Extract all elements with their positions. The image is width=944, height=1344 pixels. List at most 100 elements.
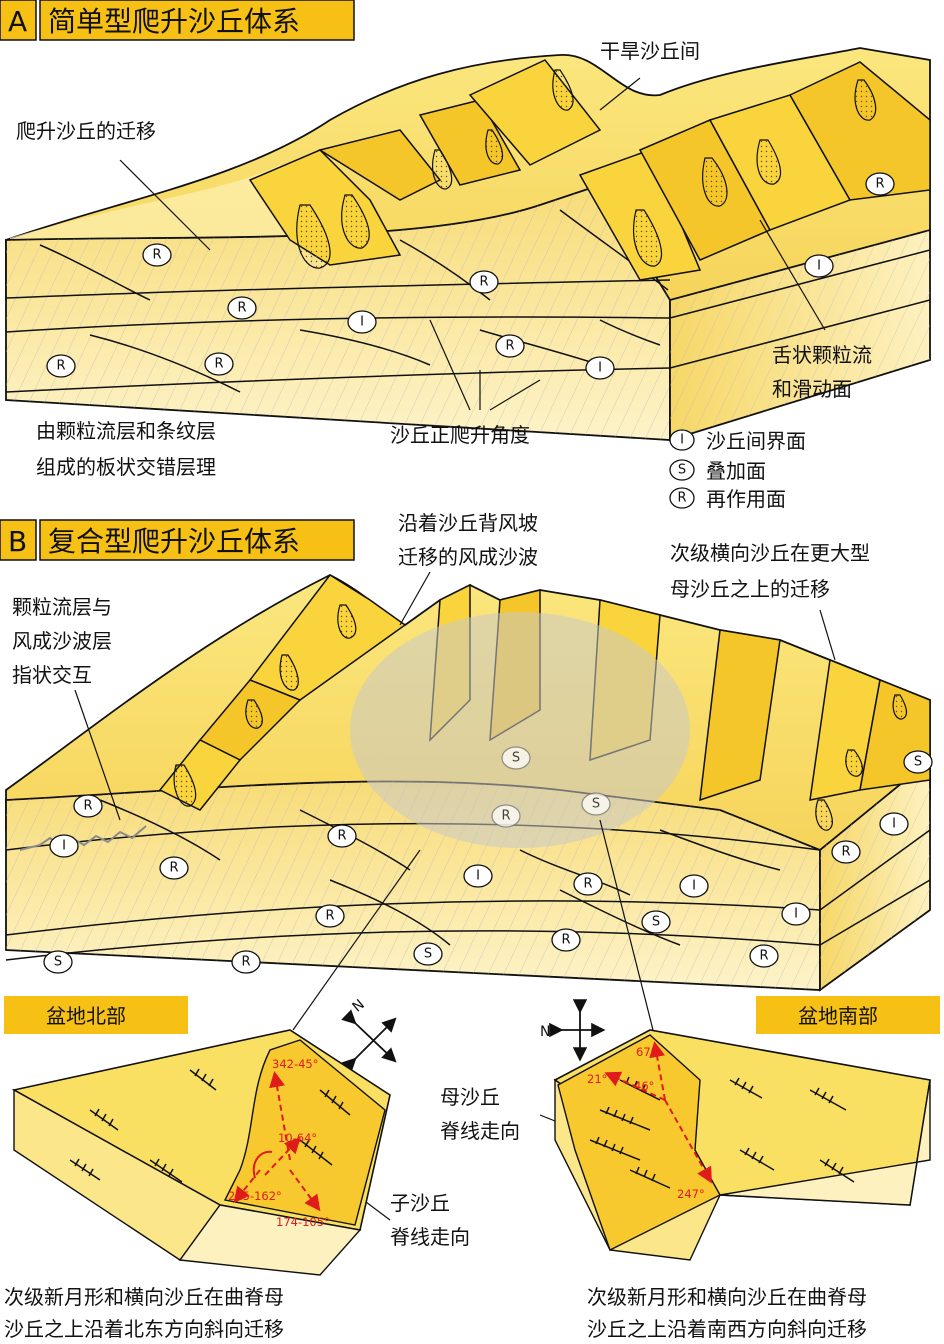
south-basin-name: 盆地南部: [798, 1004, 878, 1028]
legend-item-reactivation: R 再作用面: [669, 487, 786, 511]
panel-a-side-hatch: [670, 230, 930, 440]
south-basin-bar: [756, 996, 940, 1034]
legend-symbol: I: [680, 433, 684, 448]
symbol-s: S: [641, 910, 671, 934]
north-angle-1: 342-45°: [272, 1057, 318, 1071]
symbol-r: R: [327, 824, 357, 848]
label-interfinger-line1: 颗粒流层与: [12, 595, 112, 619]
svg-text:R: R: [501, 809, 510, 824]
svg-text:R: R: [152, 248, 161, 263]
label-strata-line1: 由颗粒流层和条纹层: [36, 419, 216, 443]
south-angle-2: 21°: [587, 1072, 607, 1086]
symbol-s: S: [903, 750, 933, 774]
svg-text:S: S: [424, 947, 432, 962]
symbol-i: I: [781, 902, 811, 926]
svg-text:R: R: [83, 799, 92, 814]
legend-label: 沙丘间界面: [706, 429, 806, 453]
symbol-r: R: [469, 270, 499, 294]
legend-label: 再作用面: [706, 487, 786, 511]
label-ripples-line1: 沿着沙丘背风坡: [398, 511, 538, 535]
svg-text:R: R: [561, 933, 570, 948]
svg-text:I: I: [598, 361, 602, 376]
symbol-r: R: [491, 804, 521, 828]
panel-a-grainflow-tongues: [296, 69, 877, 269]
north-caption-line1: 次级新月形和横向沙丘在曲脊母: [4, 1285, 284, 1309]
label-ripples-line2: 迁移的风成沙波: [398, 545, 538, 569]
symbol-r: R: [749, 944, 779, 968]
svg-text:R: R: [325, 909, 334, 924]
symbol-r: R: [831, 840, 861, 864]
svg-text:I: I: [62, 839, 66, 854]
svg-text:S: S: [914, 755, 922, 770]
south-compass: [549, 999, 606, 1062]
north-caption-line2: 沙丘之上沿着北东方向斜向迁移: [4, 1317, 284, 1341]
symbol-s: S: [413, 942, 443, 966]
svg-text:I: I: [476, 869, 480, 884]
panel-a-front-hatch: [6, 185, 670, 440]
label-child-crest-line1: 子沙丘: [390, 1191, 450, 1215]
symbol-s: S: [43, 950, 73, 974]
panel-b-title: 复合型爬升沙丘体系: [48, 525, 300, 558]
svg-text:S: S: [652, 915, 660, 930]
svg-text:R: R: [337, 829, 346, 844]
symbol-r: R: [227, 296, 257, 320]
panel-b-title-box: [39, 519, 355, 561]
svg-text:R: R: [505, 339, 514, 354]
symbol-s: S: [581, 792, 611, 816]
south-angle-1: 67°: [636, 1045, 656, 1059]
svg-text:R: R: [841, 845, 850, 860]
label-interfinger-line2: 风成沙波层: [12, 629, 112, 653]
label-parent-crest-line1: 母沙丘: [440, 1085, 500, 1109]
symbol-r: R: [495, 334, 525, 358]
north-basin-block: [11, 1029, 391, 1276]
symbol-r: R: [46, 354, 76, 378]
symbol-r: R: [231, 950, 261, 974]
legend-item-superposition: S 叠加面: [669, 459, 766, 483]
panel-a-title-box: [39, 0, 355, 41]
south-caption-line2: 沙丘之上沿着南西方向斜向迁移: [587, 1317, 867, 1341]
svg-text:I: I: [360, 315, 364, 330]
panel-b-bounding-surfaces: [5, 799, 931, 961]
north-angle-4: 174-105°: [276, 1215, 330, 1229]
svg-text:R: R: [759, 949, 768, 964]
svg-text:R: R: [241, 955, 250, 970]
label-climbing-migration: 爬升沙丘的迁移: [16, 119, 156, 143]
legend: I 沙丘间界面 S 叠加面 R 再作用面: [669, 429, 806, 511]
label-child-crest-line2: 脊线走向: [390, 1225, 470, 1249]
panel-a: A 简单型爬升沙丘体系: [0, 0, 931, 511]
symbol-i: I: [879, 812, 909, 836]
svg-text:R: R: [583, 877, 592, 892]
legend-symbol: R: [677, 491, 686, 506]
svg-text:R: R: [479, 275, 488, 290]
label-climb-angle: 沙丘正爬升角度: [390, 423, 530, 447]
north-compass-letter: N: [350, 997, 368, 1016]
panel-a-title: 简单型爬升沙丘体系: [48, 5, 300, 38]
svg-text:R: R: [214, 357, 223, 372]
symbol-s: S: [501, 746, 531, 770]
north-basin-bar: [4, 996, 188, 1034]
svg-text:R: R: [56, 359, 65, 374]
panel-b-front-hatch: [6, 781, 820, 990]
legend-label: 叠加面: [706, 459, 766, 483]
symbol-r: R: [573, 872, 603, 896]
symbol-i: I: [679, 874, 709, 898]
label-parent-crest-line2: 脊线走向: [440, 1119, 520, 1143]
south-basin-block: [553, 1029, 931, 1261]
label-tongue-line2: 和滑动面: [772, 377, 852, 401]
symbol-i: I: [347, 310, 377, 334]
label-tongue-line1: 舌状颗粒流: [772, 343, 872, 367]
symbol-r: R: [159, 856, 189, 880]
label-interdune: 干旱沙丘间: [600, 39, 700, 63]
north-angle-2: 10-64°: [278, 1131, 317, 1145]
symbol-i: I: [49, 834, 79, 858]
symbol-r: R: [865, 172, 895, 196]
panel-a-leader-lines: [119, 77, 826, 411]
interfinger-zigzag: [19, 825, 147, 851]
svg-text:S: S: [512, 751, 520, 766]
label-interfinger-line3: 指状交互: [12, 663, 92, 687]
svg-text:I: I: [692, 879, 696, 894]
symbol-i: I: [463, 864, 493, 888]
south-caption-line1: 次级新月形和横向沙丘在曲脊母: [587, 1285, 867, 1309]
panel-b-letter: B: [8, 525, 27, 558]
